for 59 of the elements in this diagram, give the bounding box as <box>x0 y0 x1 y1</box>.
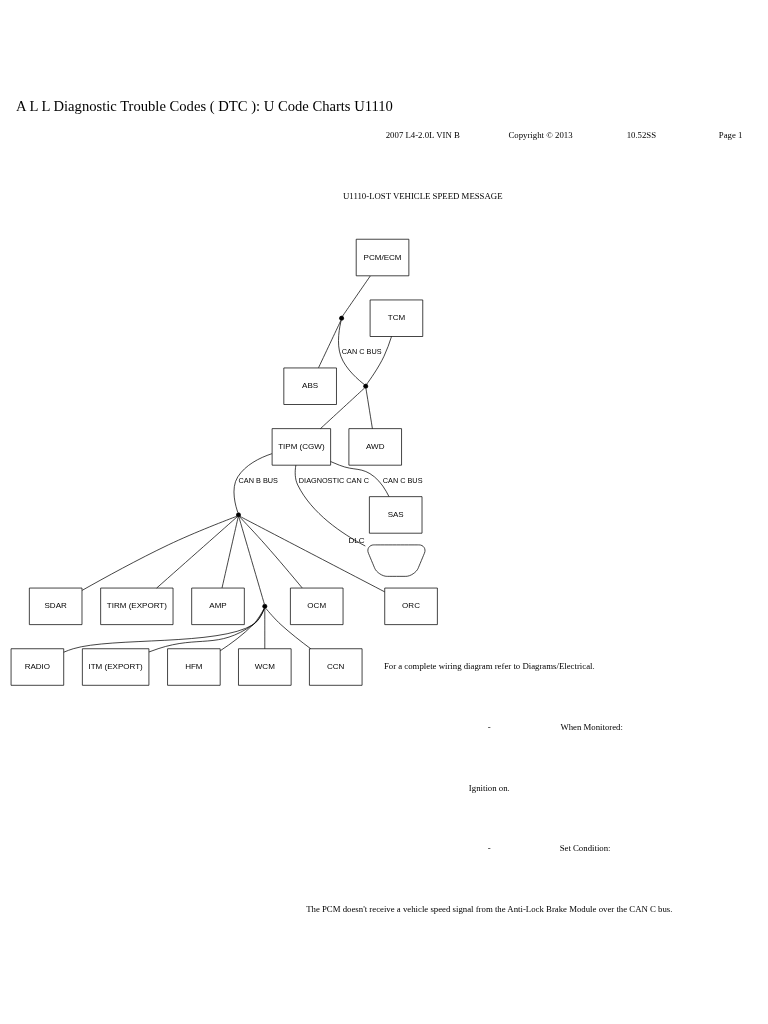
connector <box>238 516 265 605</box>
connector <box>365 388 373 429</box>
connector <box>265 608 312 650</box>
node-circle <box>363 383 369 389</box>
node-box: HFM <box>167 648 221 686</box>
label: 2007 L4-2.0L VIN B <box>385 130 460 141</box>
node-connector <box>367 544 426 577</box>
node-box: TCM <box>369 299 424 337</box>
node-box: ITM (EXPORT) <box>82 648 150 686</box>
node-box: SAS <box>369 496 423 534</box>
node-box: TIRM (EXPORT) <box>100 587 174 625</box>
connector <box>148 608 265 653</box>
node-box: WCM <box>238 648 292 686</box>
edge-label: CAN C BUS <box>382 475 423 485</box>
label: Set Condition: <box>559 843 611 854</box>
connector <box>320 387 365 429</box>
label: - <box>487 721 491 732</box>
connector <box>264 608 266 650</box>
node-label: DLC <box>348 535 365 545</box>
connector <box>63 608 265 653</box>
node-box: CCN <box>309 648 363 686</box>
node-box: PCM/ECM <box>355 238 410 277</box>
connector <box>239 516 385 593</box>
connector <box>156 516 238 589</box>
edge-label: CAN C BUS <box>341 347 382 357</box>
connector <box>221 516 239 589</box>
node-box: TIPM (CGW) <box>271 428 331 466</box>
label: 10.52SS <box>626 130 657 141</box>
connector <box>219 608 265 652</box>
node-box: AMP <box>191 587 245 625</box>
node-box: RADIO <box>10 648 65 686</box>
connector <box>366 336 392 385</box>
connector <box>342 275 371 317</box>
label: For a complete wiring diagram refer to Diagrams/Electrical. <box>383 661 595 672</box>
connector <box>81 515 238 591</box>
node-box: ORC <box>384 587 438 625</box>
connector <box>239 516 303 589</box>
connector <box>338 320 365 385</box>
edge-label: CAN B BUS <box>238 475 278 485</box>
node-box: AWD <box>348 428 402 466</box>
label: When Monitored: <box>560 721 623 732</box>
node-box: OCM <box>290 587 344 625</box>
connector <box>233 453 273 513</box>
label: Ignition on. <box>468 782 510 793</box>
connector <box>318 319 342 369</box>
edge-label: DIAGNOSTIC CAN C <box>298 475 369 485</box>
connector <box>330 461 390 497</box>
node-circle <box>262 603 268 609</box>
label: The PCM doesn't receive a vehicle speed signal from the Anti-Lock Brake Module over the CAN C bus. <box>306 904 673 915</box>
node-box: SDAR <box>29 587 83 625</box>
node-box: ABS <box>283 367 337 405</box>
label: - <box>487 843 491 854</box>
label: U1110-LOST VEHICLE SPEED MESSAGE <box>343 191 503 202</box>
label: Copyright © 2013 <box>508 130 573 141</box>
node-circle <box>339 315 345 321</box>
label: Page 1 <box>718 130 743 141</box>
connector <box>294 464 366 547</box>
diagram-title: A L L Diagnostic Trouble Codes ( DTC ): U Code Charts U1110 <box>16 97 393 114</box>
node-circle <box>236 512 241 518</box>
